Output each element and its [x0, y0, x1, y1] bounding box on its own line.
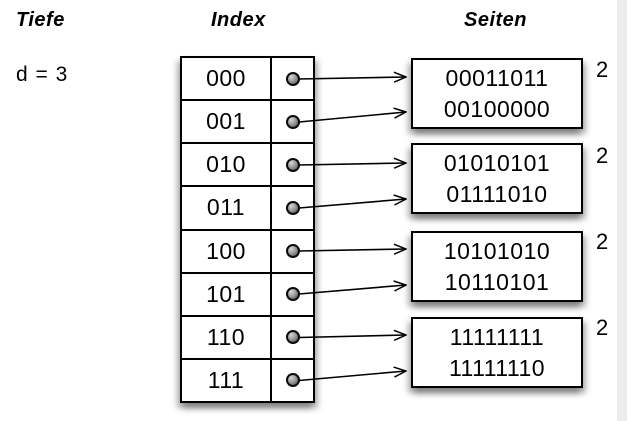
global-depth-value: d = 3 [16, 63, 69, 86]
directory-index-cell: 100 [182, 230, 272, 272]
local-depth-label-2: 2 [596, 143, 609, 168]
directory-index-cell: 110 [182, 316, 272, 358]
directory-pointer-cell [272, 274, 313, 315]
directory-row-101: 101 [182, 273, 313, 317]
bucket-entry: 11111110 [448, 354, 546, 381]
pointer-dot [285, 330, 300, 345]
bucket-entry: 01010101 [443, 149, 551, 176]
bucket-entry: 00011011 [445, 64, 549, 91]
bucket-4: 11111111 11111110 [411, 317, 583, 388]
index-column-header: Index [211, 9, 266, 31]
directory-index-cell: 101 [182, 273, 272, 315]
pointer-dot [285, 373, 300, 388]
directory-row-000: 000 [182, 58, 313, 102]
bucket-entry: 00100000 [443, 95, 551, 122]
bucket-3: 10101010 10110101 [411, 231, 583, 302]
bucket-entry: 10101010 [443, 237, 551, 264]
depth-column-header: Tiefe [16, 9, 65, 31]
directory-index-cell: 001 [182, 101, 272, 143]
pointer-dot [285, 71, 300, 86]
pointer-dot [285, 287, 300, 302]
arrow-001-to-bucket-1 [298, 112, 406, 123]
bucket-2: 01010101 01111010 [411, 143, 583, 214]
directory-row-010: 010 [182, 144, 313, 188]
directory-row-111: 111 [182, 359, 313, 401]
bucket-entry: 10110101 [444, 268, 550, 295]
directory-index-cell: 000 [182, 58, 272, 100]
directory-index-cell: 010 [182, 144, 272, 186]
arrow-000-to-bucket-1 [298, 77, 406, 79]
pages-column-header: Seiten [464, 9, 528, 31]
directory-index-cell: 011 [182, 187, 272, 229]
local-depth-label-3: 2 [596, 229, 609, 254]
arrow-111-to-bucket-4 [298, 371, 406, 382]
pointer-dot [285, 157, 300, 172]
pointer-dot [285, 244, 300, 259]
directory-pointer-cell [272, 360, 313, 401]
arrow-011-to-bucket-2 [298, 199, 406, 209]
arrow-010-to-bucket-2 [298, 163, 406, 165]
bucket-1: 00011011 00100000 [411, 58, 583, 129]
directory-pointer-cell [272, 58, 313, 99]
arrow-110-to-bucket-4 [298, 335, 406, 338]
directory-row-100: 100 [182, 230, 313, 274]
pointer-dot [285, 200, 300, 215]
directory-row-011: 011 [182, 187, 313, 231]
bucket-entry: 01111010 [446, 180, 548, 207]
pointer-dot [285, 114, 300, 129]
directory-row-110: 110 [182, 316, 313, 360]
arrow-101-to-bucket-3 [298, 285, 406, 295]
directory-pointer-cell [272, 187, 313, 228]
local-depth-label-1: 2 [596, 57, 609, 82]
directory-pointer-cell [272, 231, 313, 272]
local-depth-label-4: 2 [596, 315, 609, 340]
arrow-100-to-bucket-3 [298, 249, 406, 251]
directory-pointer-cell [272, 144, 313, 185]
directory-pointer-cell [272, 101, 313, 142]
directory-index-cell: 111 [182, 359, 272, 401]
bucket-entry: 11111111 [449, 323, 545, 350]
page-edge-strip [617, 0, 627, 421]
directory-row-001: 001 [182, 101, 313, 145]
directory-table: 000 001 010 011 100 101 110 111 [180, 56, 315, 403]
directory-pointer-cell [272, 317, 313, 358]
